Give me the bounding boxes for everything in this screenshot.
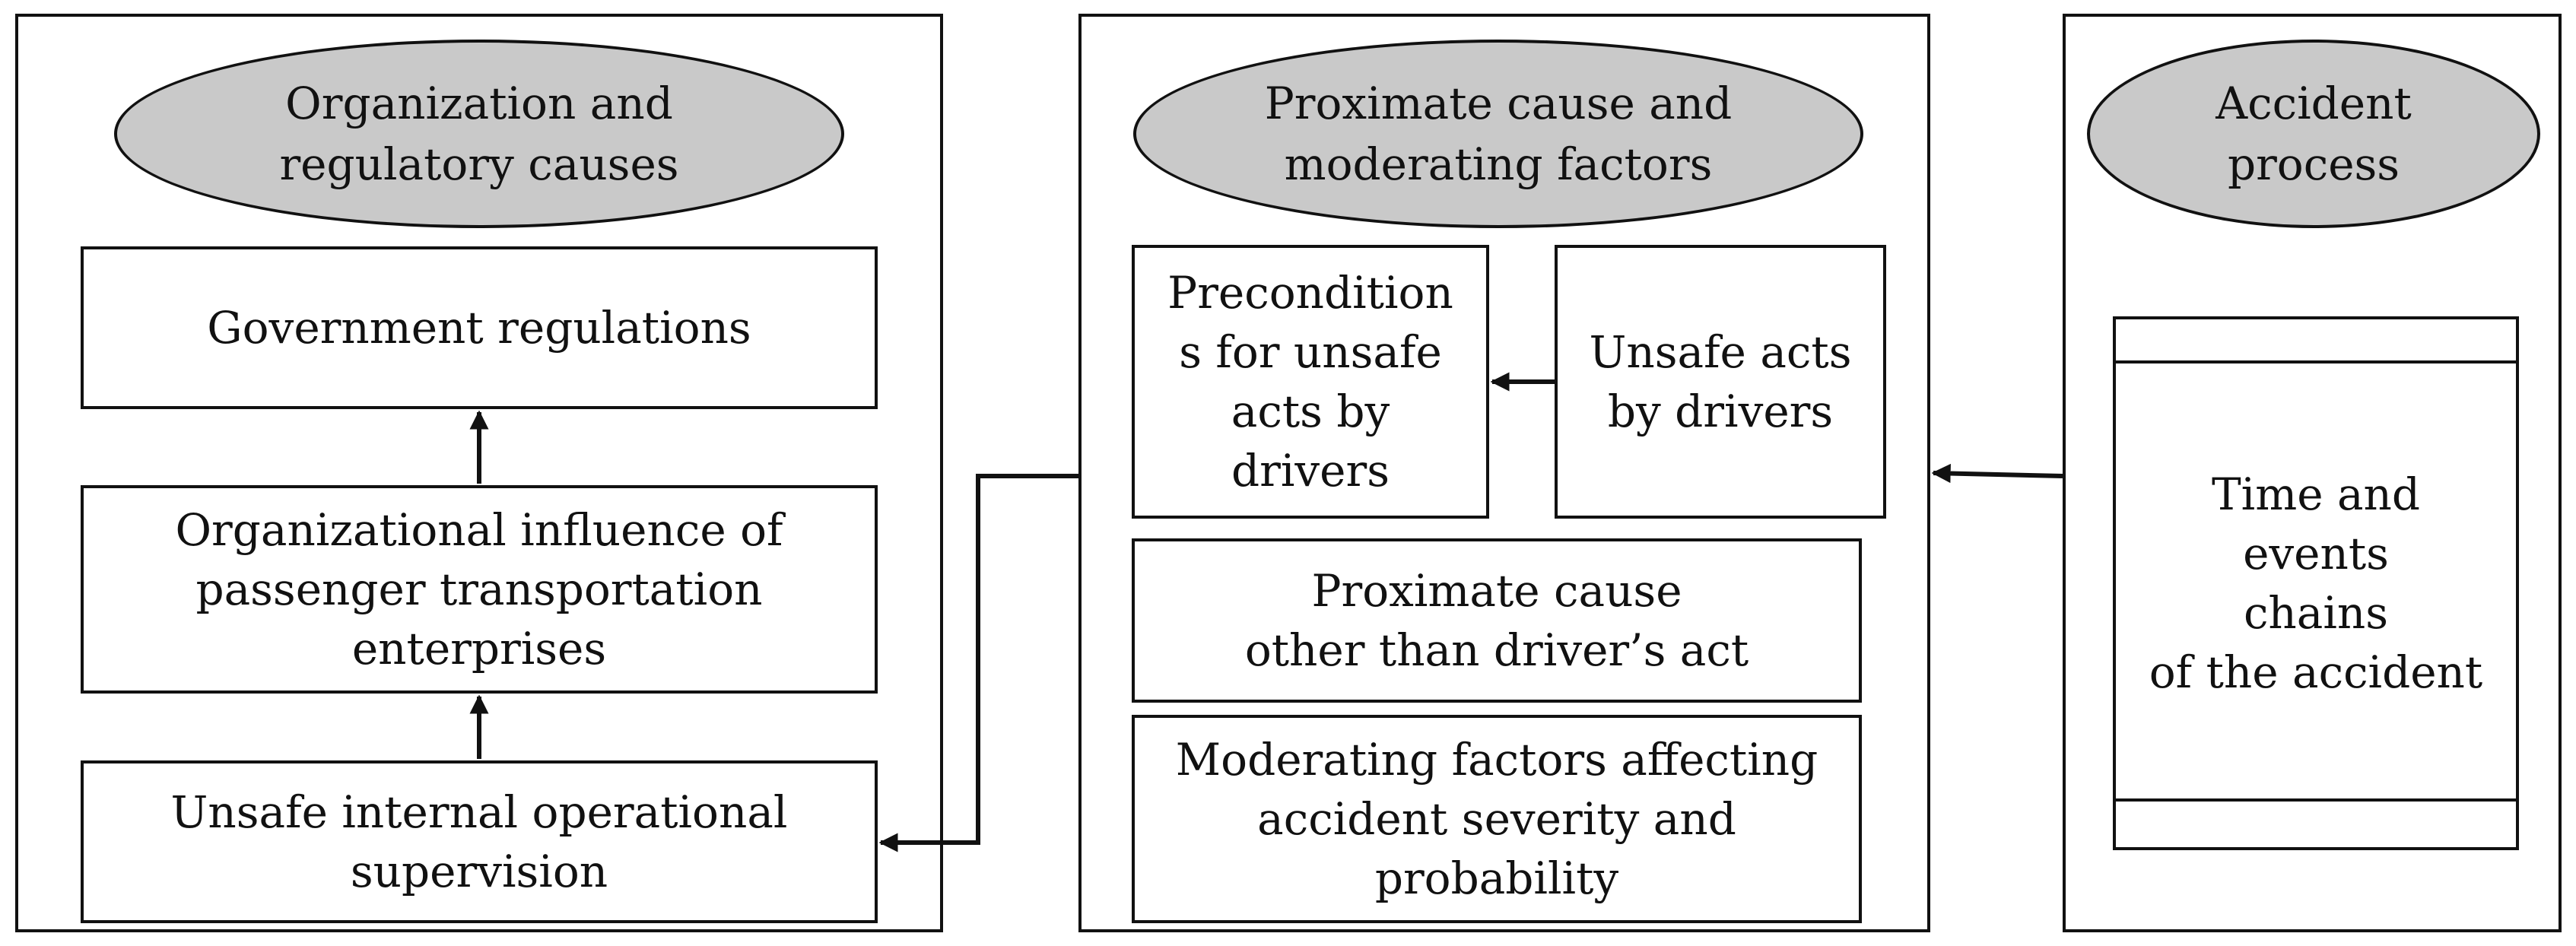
timeline-top-divider	[2113, 360, 2519, 363]
timeline-box: Time and events chains of the accident	[2113, 316, 2519, 850]
government-regulations-label: Government regulations	[207, 302, 751, 354]
moderating-factors-label: Moderating factors affecting accident se…	[1175, 734, 1818, 904]
timeline-bottom-divider	[2113, 798, 2519, 802]
preconditions-box: Precondition s for unsafe acts by driver…	[1132, 245, 1489, 519]
government-regulations-box: Government regulations	[81, 246, 878, 409]
accident-process-header-label: Accident process	[2215, 78, 2412, 190]
organizational-influence-box: Organizational influence of passenger tr…	[81, 485, 878, 694]
timeline-label: Time and events chains of the accident	[2149, 468, 2483, 698]
arrow-proximate-to-supervision	[878, 474, 1078, 852]
organization-header-label: Organization and regulatory causes	[279, 78, 679, 190]
moderating-factors-box: Moderating factors affecting accident se…	[1132, 715, 1862, 923]
unsafe-supervision-label: Unsafe internal operational supervision	[170, 786, 788, 897]
proximate-cause-header-oval: Proximate cause and moderating factors	[1133, 40, 1863, 228]
unsafe-supervision-box: Unsafe internal operational supervision	[81, 760, 878, 923]
unsafe-acts-label: Unsafe acts by drivers	[1589, 326, 1852, 437]
other-proximate-cause-label: Proximate cause other than driver’s act	[1244, 565, 1749, 676]
unsafe-acts-box: Unsafe acts by drivers	[1555, 245, 1886, 519]
organizational-influence-label: Organizational influence of passenger tr…	[175, 504, 783, 675]
proximate-cause-header-label: Proximate cause and moderating factors	[1264, 78, 1733, 190]
preconditions-label: Precondition s for unsafe acts by driver…	[1167, 267, 1453, 497]
organization-header-oval: Organization and regulatory causes	[114, 40, 844, 228]
other-proximate-cause-box: Proximate cause other than driver’s act	[1132, 538, 1862, 703]
accident-process-header-oval: Accident process	[2087, 40, 2540, 228]
arrow-accident-process-to-proximate	[1931, 463, 2063, 484]
